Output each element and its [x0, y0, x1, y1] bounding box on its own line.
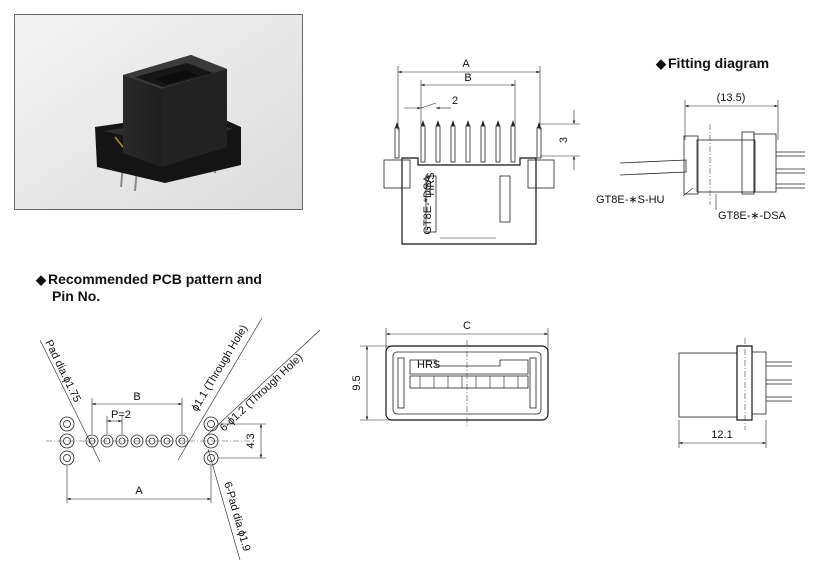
end-view-drawing: 12.1	[678, 338, 792, 448]
fitting-diagram-title: Fitting diagram	[668, 55, 770, 71]
dim-b-label: B	[464, 72, 471, 84]
fitting-receptacle-label: GT8E-∗-DSA	[718, 210, 787, 222]
end-dim-length-label: 12.1	[711, 429, 732, 441]
pcb-dim-row-label: 4.3	[245, 433, 257, 448]
dim-a-label: A	[462, 58, 470, 70]
pcb-pad-dia-large: 6-Pad dia.ϕ1.9	[221, 481, 252, 553]
pcb-pattern-drawing: B P=2 A 4.3 Pad dia.ϕ1.75 ϕ1.1 (Through …	[39, 317, 321, 561]
pcb-pitch-label: P=2	[111, 409, 131, 421]
pcb-pattern-title-line1: Recommended PCB pattern and	[48, 271, 262, 287]
side-body-text-1: GT8E-*DSA	[422, 175, 434, 235]
fitting-diagram-drawing: (13.5) GT8E-∗S-HU GT8E-∗-DSA	[596, 92, 805, 222]
fitting-plug-label: GT8E-∗S-HU	[596, 194, 665, 206]
side-body-text-2: HRS	[425, 172, 437, 195]
top-dim-height-label: 9.5	[351, 375, 363, 390]
pcb-through-hole-large: 6-ϕ1.2 (Through Hole)	[218, 352, 305, 435]
side-view-drawing: A B 2 3	[383, 58, 580, 245]
top-view-drawing: C 9.5 HRS	[351, 320, 549, 428]
fitting-diagram-heading: ◆Fitting diagram	[656, 55, 769, 72]
pcb-pattern-title-line2: Pin No.	[52, 288, 101, 304]
top-view-mark: HRS	[417, 359, 440, 371]
dim-height-label: 3	[558, 137, 570, 143]
pcb-pattern-heading: ◆Recommended PCB pattern and Pin No.	[36, 271, 262, 304]
pcb-dim-a-label: A	[135, 485, 143, 497]
fitting-dim-total: (13.5)	[717, 92, 746, 104]
dim-pitch-label: 2	[452, 95, 458, 107]
pcb-dim-b-label: B	[133, 391, 140, 403]
product-photo	[14, 14, 303, 210]
top-dim-c-label: C	[463, 320, 471, 332]
diamond-icon: ◆	[36, 272, 46, 287]
pcb-through-hole-small: ϕ1.1 (Through Hole)	[189, 323, 250, 414]
pcb-pad-dia-small: Pad dia.ϕ1.75	[42, 338, 83, 404]
diamond-icon: ◆	[656, 56, 666, 71]
connector-photo-image	[15, 15, 302, 209]
